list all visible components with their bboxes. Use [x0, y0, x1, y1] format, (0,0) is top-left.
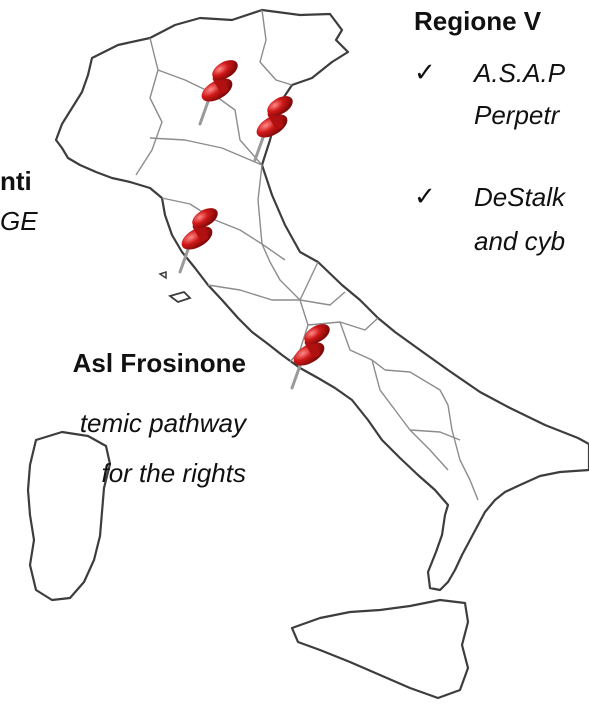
- frosinone-title: Asl Frosinone: [72, 348, 246, 378]
- small-island: [158, 270, 167, 280]
- italy-mainland-outline: [54, 8, 589, 592]
- sardinia-outline: [26, 430, 112, 602]
- frosinone-line2: for the rights: [101, 458, 246, 488]
- veneto-item1-line1: A.S.A.P: [474, 58, 566, 88]
- veneto-item2-line1: DeStalk: [474, 182, 566, 212]
- sicily-outline: [290, 598, 470, 700]
- veneto-title: Regione V: [414, 6, 542, 36]
- elba-outline: [168, 290, 192, 304]
- left-title-partial: nti: [0, 166, 32, 196]
- check-icon: ✓: [414, 182, 436, 212]
- left-subtitle-partial: GE: [0, 206, 38, 236]
- frosinone-line1: temic pathway: [79, 408, 246, 438]
- check-icon: ✓: [414, 58, 436, 88]
- veneto-item1-line2: Perpetr: [474, 100, 560, 130]
- veneto-item2-line2: and cyb: [474, 226, 566, 256]
